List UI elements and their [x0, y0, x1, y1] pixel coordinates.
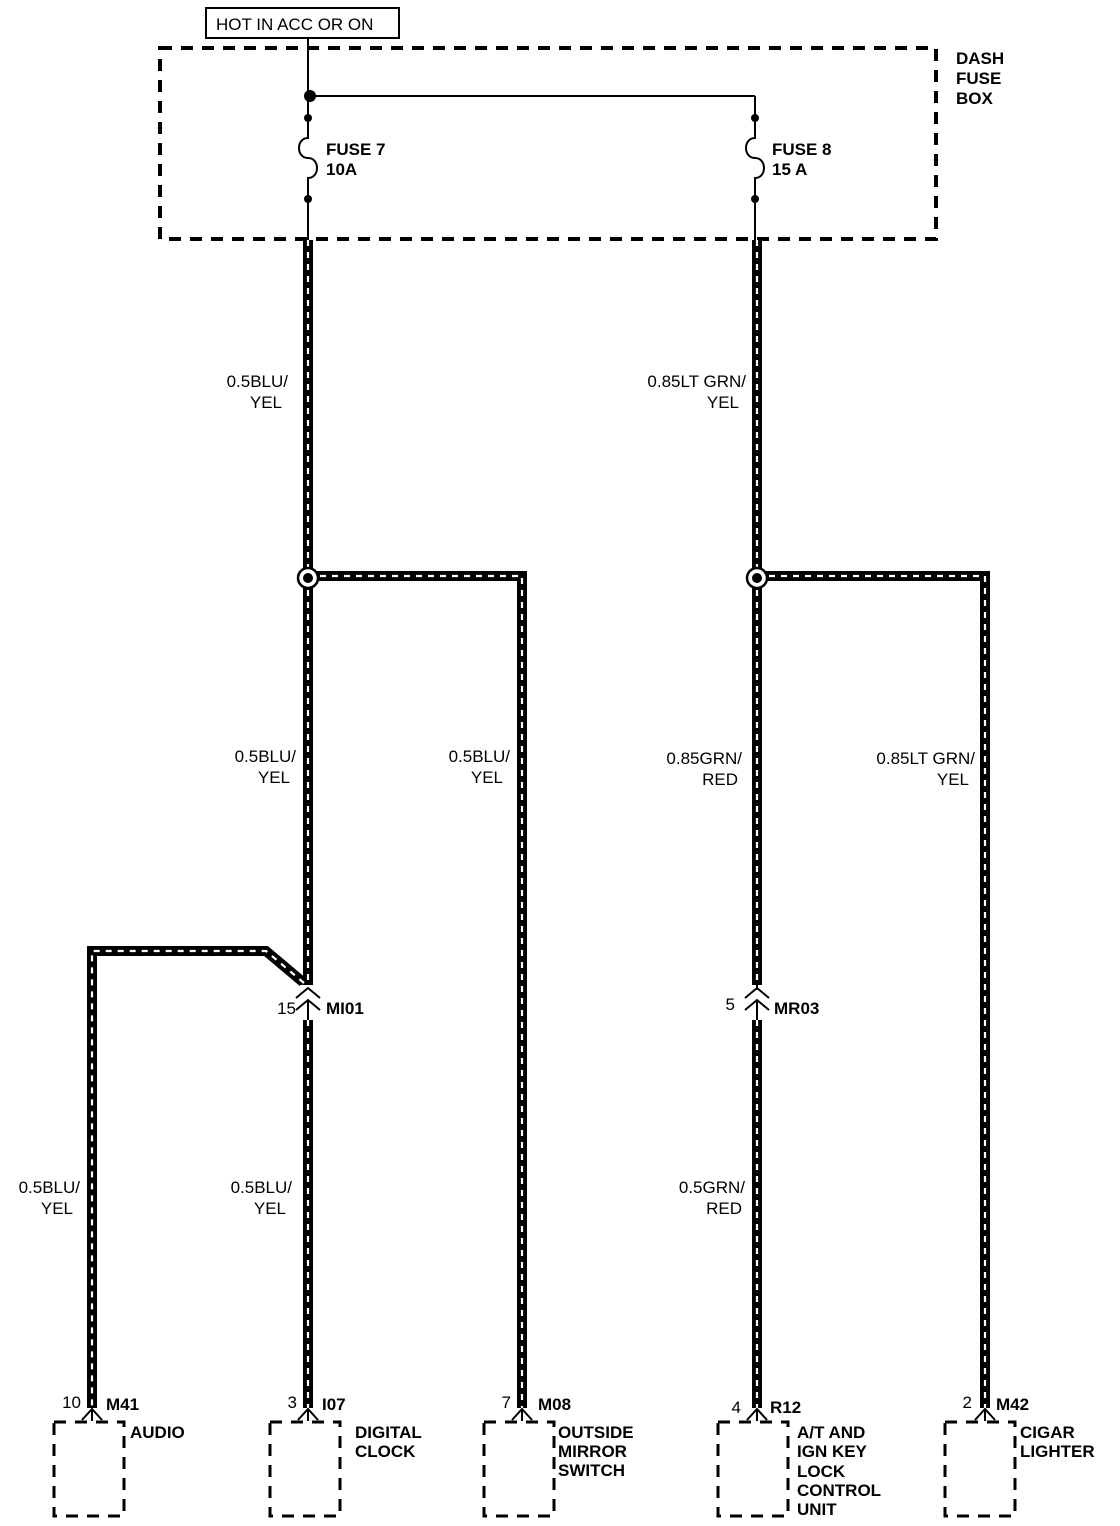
component-outside-mirror-switch-pin: 7 — [502, 1393, 511, 1412]
inline-connector-mi01-id: MI01 — [326, 999, 364, 1018]
component-audio: 10 M41 AUDIO — [52, 1393, 185, 1518]
component-key-lock-control-unit-name-1: A/T AND — [797, 1423, 865, 1442]
wire-label-to-r12: 0.5GRN/ RED — [679, 1178, 745, 1218]
component-cigar-lighter-name-2: LIGHTER — [1020, 1442, 1095, 1461]
component-digital-clock: 3 I07 DIGITAL CLOCK — [268, 1393, 422, 1518]
splice-left — [296, 566, 320, 590]
wire-to-m08 — [308, 571, 527, 1408]
svg-text:0.85LT GRN/: 0.85LT GRN/ — [876, 749, 975, 768]
fuse-box-label-line-2: FUSE — [956, 69, 1001, 88]
component-cigar-lighter: 2 M42 CIGAR LIGHTER — [943, 1393, 1095, 1518]
svg-text:0.5GRN/: 0.5GRN/ — [679, 1178, 745, 1197]
splice-right — [745, 566, 769, 590]
component-cigar-lighter-name-1: CIGAR — [1020, 1423, 1075, 1442]
component-key-lock-control-unit-name-4: CONTROL — [797, 1481, 881, 1500]
fuse-7-rating: 10A — [326, 160, 357, 179]
component-key-lock-control-unit-name-3: LOCK — [797, 1462, 846, 1481]
svg-text:YEL: YEL — [937, 770, 969, 789]
svg-text:0.5BLU/: 0.5BLU/ — [231, 1178, 293, 1197]
fuse-8-name: FUSE 8 — [772, 140, 832, 159]
inline-connector-mr03: 5 MR03 — [726, 985, 819, 1020]
component-cigar-lighter-connector: M42 — [996, 1395, 1029, 1414]
bus-junction-dot — [304, 90, 316, 102]
component-digital-clock-name-2: CLOCK — [355, 1442, 416, 1461]
svg-text:YEL: YEL — [471, 768, 503, 787]
fuse-box-label-line-3: BOX — [956, 89, 994, 108]
component-outside-mirror-switch-name-3: SWITCH — [558, 1461, 625, 1480]
wire-label-to-mi01: 0.5BLU/ YEL — [235, 747, 297, 787]
component-key-lock-control-unit-pin: 4 — [732, 1398, 741, 1417]
wire-label-to-mr03: 0.85GRN/ RED — [666, 749, 742, 789]
component-key-lock-control-unit-box — [716, 1420, 790, 1518]
component-key-lock-control-unit-name-2: IGN KEY — [797, 1442, 868, 1461]
component-key-lock-control-unit-name-5: UNIT — [797, 1500, 837, 1519]
component-outside-mirror-switch-box — [482, 1420, 556, 1518]
fuse-8: FUSE 8 15 A — [745, 114, 832, 240]
inline-connector-mr03-pin: 5 — [726, 995, 735, 1014]
component-outside-mirror-switch-name-2: MIRROR — [558, 1442, 627, 1461]
svg-text:0.85LT GRN/: 0.85LT GRN/ — [647, 372, 746, 391]
fuse-box-label-line-1: DASH — [956, 49, 1004, 68]
svg-text:0.5BLU/: 0.5BLU/ — [227, 372, 289, 391]
component-audio-box — [52, 1420, 126, 1518]
fuse-box-outline — [158, 46, 938, 241]
inline-connector-mr03-id: MR03 — [774, 999, 819, 1018]
svg-text:0.5BLU/: 0.5BLU/ — [235, 747, 297, 766]
svg-text:YEL: YEL — [250, 393, 282, 412]
svg-text:0.5BLU/: 0.5BLU/ — [19, 1178, 81, 1197]
fuse-7-name: FUSE 7 — [326, 140, 386, 159]
fuse-7: FUSE 7 10A — [298, 114, 386, 240]
wire-label-to-m42: 0.85LT GRN/ YEL — [876, 749, 975, 789]
component-cigar-lighter-box — [943, 1420, 1017, 1518]
component-outside-mirror-switch-name-1: OUTSIDE — [558, 1423, 634, 1442]
component-audio-pin: 10 — [62, 1393, 81, 1412]
wire-to-m42 — [757, 571, 990, 1408]
component-digital-clock-box — [268, 1420, 342, 1518]
component-key-lock-control-unit-connector: R12 — [770, 1398, 801, 1417]
power-source-label: HOT IN ACC OR ON — [216, 15, 373, 34]
svg-text:0.5BLU/: 0.5BLU/ — [449, 747, 511, 766]
wire-label-fuse8-out: 0.85LT GRN/ YEL — [647, 372, 746, 412]
component-outside-mirror-switch-connector: M08 — [538, 1395, 571, 1414]
component-digital-clock-connector: I07 — [322, 1395, 346, 1414]
wire-label-to-m08: 0.5BLU/ YEL — [449, 747, 511, 787]
svg-text:0.85GRN/: 0.85GRN/ — [666, 749, 742, 768]
svg-text:YEL: YEL — [41, 1199, 73, 1218]
component-audio-name-1: AUDIO — [130, 1423, 185, 1442]
svg-text:YEL: YEL — [254, 1199, 286, 1218]
component-outside-mirror-switch: 7 M08 OUTSIDE MIRROR SWITCH — [482, 1393, 634, 1518]
inline-connector-mi01: 15 MI01 — [277, 985, 364, 1020]
svg-text:YEL: YEL — [707, 393, 739, 412]
svg-text:RED: RED — [702, 770, 738, 789]
inline-connector-mi01-pin: 15 — [277, 999, 296, 1018]
fuse-8-rating: 15 A — [772, 160, 807, 179]
component-digital-clock-name-1: DIGITAL — [355, 1423, 422, 1442]
power-source: HOT IN ACC OR ON — [205, 7, 400, 39]
component-cigar-lighter-pin: 2 — [963, 1393, 972, 1412]
svg-text:YEL: YEL — [258, 768, 290, 787]
component-digital-clock-pin: 3 — [288, 1393, 297, 1412]
dash-fuse-box: DASH FUSE BOX — [158, 46, 1004, 241]
component-audio-connector: M41 — [106, 1395, 139, 1414]
wire-label-fuse7-out: 0.5BLU/ YEL — [227, 372, 289, 412]
component-key-lock-control-unit: 4 R12 A/T AND IGN KEY LOCK CONTROL UNIT — [716, 1398, 881, 1519]
svg-text:RED: RED — [706, 1199, 742, 1218]
wire-label-to-i07: 0.5BLU/ YEL — [231, 1178, 293, 1218]
wire-label-to-m41: 0.5BLU/ YEL — [19, 1178, 81, 1218]
wire-to-m41 — [87, 946, 308, 1408]
power-source-box — [205, 7, 400, 39]
